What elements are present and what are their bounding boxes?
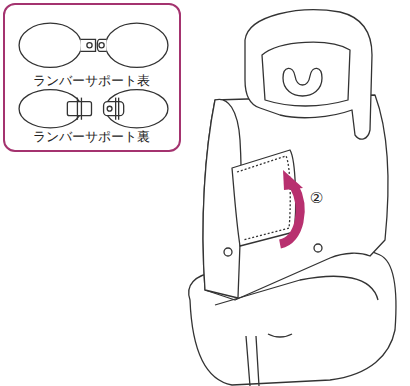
headrest-face	[262, 42, 350, 106]
seat-front	[215, 276, 378, 305]
lumbar-panel	[232, 150, 296, 246]
turn-arrow	[280, 170, 303, 244]
lumbar-panel-stitch	[237, 156, 290, 240]
inset-box: ランバーサポート表ランバーサポート裏	[3, 3, 181, 152]
seat-crease	[268, 334, 292, 337]
belt-guide	[314, 244, 322, 252]
headrest	[245, 10, 372, 139]
part-label: ランバーサポート表	[33, 73, 150, 89]
part-label: ランバーサポート裏	[33, 129, 150, 145]
belt-guide	[224, 248, 232, 256]
callout-number: ②	[307, 189, 326, 207]
seat-strap	[246, 336, 259, 386]
neck-pillow	[283, 68, 322, 96]
